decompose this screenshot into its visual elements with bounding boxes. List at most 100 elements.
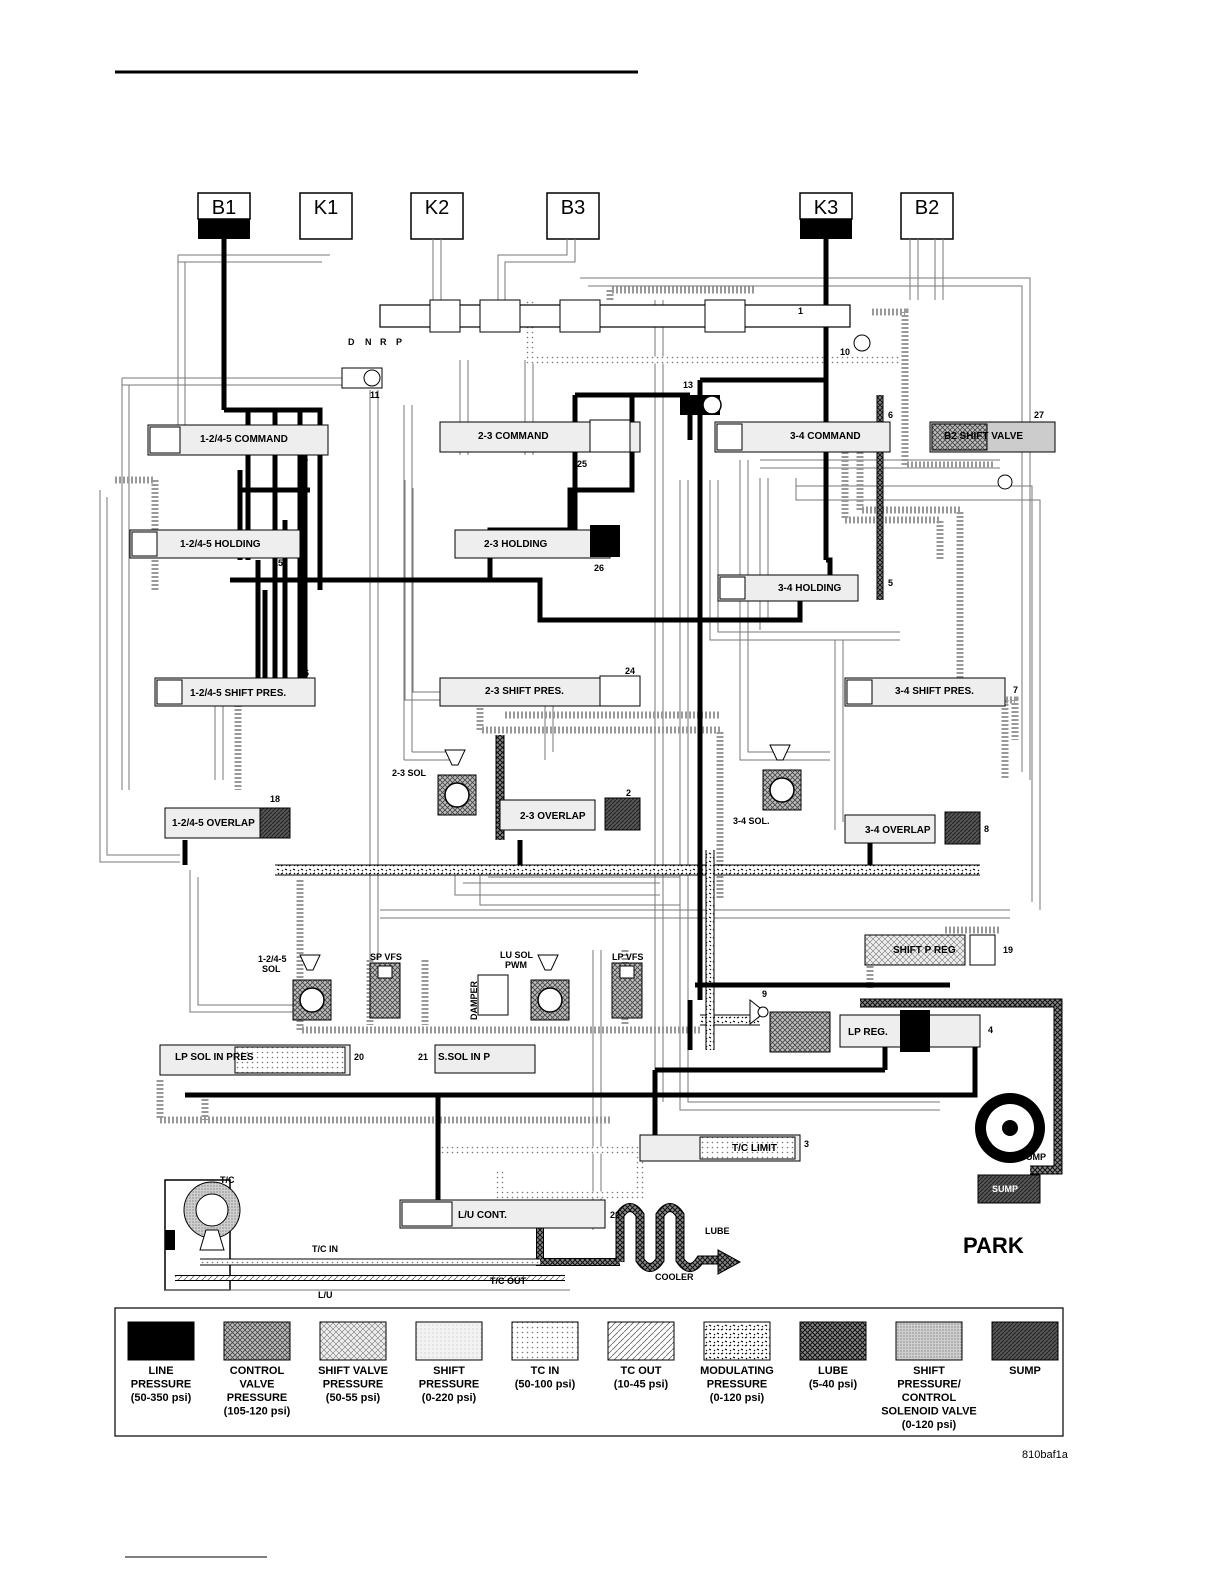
selector-p: P	[396, 337, 402, 347]
legend-label: MODULATING	[700, 1365, 774, 1377]
legend-label: PRESSURE	[419, 1379, 480, 1391]
legend-swatch	[703, 1321, 771, 1361]
num-15: 15	[273, 558, 283, 568]
legend-label: PRESSURE	[323, 1379, 384, 1391]
legend-label: CONTROL	[902, 1392, 957, 1404]
legend-swatch	[607, 1321, 675, 1361]
label-tc-in: T/C IN	[312, 1244, 338, 1254]
legend-label: PRESSURE	[131, 1379, 192, 1391]
legend-label: (5-40 psi)	[809, 1379, 858, 1391]
legend-label: (50-350 psi)	[131, 1392, 192, 1404]
spring-shift-p-reg	[969, 934, 996, 966]
port-b1-label: B1	[212, 197, 236, 219]
figure-code: 810baf1a	[1022, 1449, 1069, 1461]
port-b2	[900, 192, 954, 240]
port-k2-label: K2	[425, 197, 449, 219]
label-lube: LUBE	[705, 1226, 730, 1236]
tc-passages	[165, 1258, 570, 1291]
port-b3	[546, 192, 600, 240]
legend-label: TC OUT	[621, 1365, 662, 1377]
solenoid-labels: 2-3 SOL 3-4 SOL. 1-2/4-5 SOL SP VFS LU S…	[258, 768, 770, 1020]
legend-label: PRESSURE	[227, 1392, 288, 1404]
valve-shift-p-reg	[864, 934, 966, 966]
valve-bodies	[129, 299, 1056, 1229]
num-20: 20	[354, 1052, 364, 1062]
num-3: 3	[804, 1139, 809, 1149]
num-10: 10	[840, 347, 850, 357]
num-2: 2	[626, 788, 631, 798]
legend-label: SHIFT	[433, 1365, 465, 1377]
num-7: 7	[1013, 685, 1018, 695]
valve-1245-holding	[129, 529, 301, 559]
legend-swatch	[127, 1321, 195, 1361]
valve-23-overlap	[499, 799, 596, 831]
legend-swatch	[319, 1321, 387, 1361]
label-34-overlap: 3-4 OVERLAP	[865, 825, 931, 836]
spring-23-overlap	[604, 797, 641, 831]
num-24: 24	[625, 666, 635, 676]
spring-34-command	[716, 423, 743, 451]
legend-label: (50-100 psi)	[515, 1379, 576, 1391]
manual-land-1	[429, 299, 461, 333]
selector-labels: D N R P	[348, 337, 402, 347]
num-18: 18	[270, 794, 280, 804]
spring-34-overlap	[944, 811, 981, 845]
check-balls	[341, 334, 1013, 1026]
label-lp-sol-in-pres: LP SOL IN PRES	[175, 1052, 254, 1063]
spring-b2-shift	[931, 423, 988, 451]
legend-swatch	[415, 1321, 483, 1361]
num-9: 9	[762, 989, 767, 999]
legend-label: LUBE	[818, 1365, 848, 1377]
legend-label: (105-120 psi)	[224, 1406, 291, 1418]
label-lu: L/U	[318, 1290, 333, 1300]
label-shift-p-reg: SHIFT P REG	[893, 945, 956, 956]
legend-label: VALVE	[239, 1379, 274, 1391]
valve-34-command	[714, 421, 891, 453]
num-21: 21	[418, 1052, 428, 1062]
label-34-command: 3-4 COMMAND	[790, 431, 861, 442]
manual-land-2	[479, 299, 521, 333]
torque-converter	[164, 1179, 241, 1291]
label-s-sol-in-p: S.SOL IN P	[438, 1052, 490, 1063]
port-b1-fill	[198, 219, 250, 239]
spring-23-command	[589, 419, 631, 453]
legend-label: (0-120 psi)	[710, 1392, 765, 1404]
label-1245-shift-pres: 1-2/4-5 SHIFT PRES.	[190, 688, 286, 699]
label-lp-reg: LP REG.	[848, 1027, 888, 1038]
legend-label: CONTROL	[230, 1365, 285, 1377]
num-6: 6	[888, 410, 893, 420]
legend-label: LINE	[148, 1365, 173, 1377]
legend-label: (0-120 psi)	[902, 1419, 957, 1431]
label-lu-sol-a: LU SOL	[500, 950, 534, 960]
manual-land-3	[559, 299, 601, 333]
label-1245-sol-a: 1-2/4-5	[258, 954, 287, 964]
legend-label: TC IN	[531, 1365, 560, 1377]
num-27: 27	[1034, 410, 1044, 420]
legend-swatch	[895, 1321, 963, 1361]
land-lp-reg	[900, 1010, 930, 1052]
legend-label: PRESSURE/	[897, 1379, 961, 1391]
label-1245-overlap: 1-2/4-5 OVERLAP	[172, 818, 255, 829]
spring-1245-shift-pres	[156, 679, 183, 705]
label-lu-cont: L/U CONT.	[458, 1210, 507, 1221]
spring-23-shift-pres	[599, 675, 641, 707]
num-5: 5	[888, 578, 893, 588]
port-k3-top	[799, 192, 853, 220]
spring-tc-limit	[699, 1136, 796, 1160]
label-sp-vfs: SP VFS	[370, 952, 402, 962]
legend-label: (0-220 psi)	[422, 1392, 477, 1404]
label-sump: SUMP	[992, 1184, 1018, 1194]
spring-34-holding	[719, 576, 746, 600]
spring-1245-command	[149, 426, 181, 454]
legend-label: SUMP	[1009, 1365, 1041, 1377]
manual-land-4	[704, 299, 746, 333]
legend-swatch	[799, 1321, 867, 1361]
pump-assembly	[975, 1093, 1045, 1204]
spring-34-shift-pres	[846, 679, 873, 705]
selector-r: R	[380, 337, 387, 347]
label-tc-limit: T/C LIMIT	[732, 1143, 777, 1154]
selector-n: N	[365, 337, 372, 347]
num-22: 22	[610, 1210, 620, 1220]
num-13: 13	[683, 380, 693, 390]
